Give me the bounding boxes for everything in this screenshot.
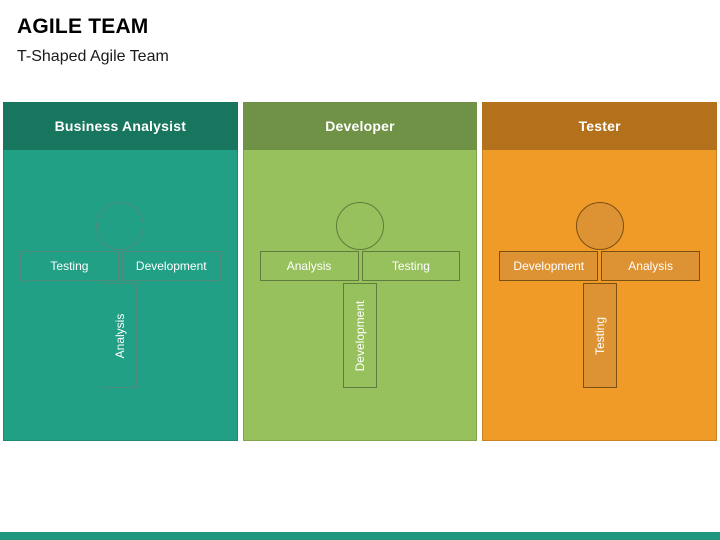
panel-developer[interactable]: Developer Analysis Testing Development xyxy=(242,102,478,441)
breadth-skill-bar: Analysis Testing xyxy=(259,251,461,281)
breadth-skill-label: Testing xyxy=(391,259,430,273)
panel-role-label: Developer xyxy=(325,118,395,134)
breadth-skill-label: Development xyxy=(513,259,585,273)
depth-skill-box[interactable]: Testing xyxy=(582,283,617,388)
t-shape-figure: Analysis Testing Development xyxy=(244,150,477,440)
breadth-skill-box[interactable]: Analysis xyxy=(259,251,359,281)
panel-body-business-analysist: Testing Development Analysis xyxy=(3,150,238,441)
title-block: AGILE TEAM T-Shaped Agile Team xyxy=(17,14,169,68)
breadth-skill-box[interactable]: Testing xyxy=(361,251,461,281)
depth-skill-label: Development xyxy=(353,300,367,371)
depth-skill-label: Analysis xyxy=(113,313,128,358)
panel-role-label: Tester xyxy=(578,118,621,134)
breadth-skill-bar: Testing Development xyxy=(20,251,221,281)
page-title: AGILE TEAM xyxy=(17,15,149,38)
breadth-skill-box[interactable]: Development xyxy=(121,251,221,281)
panel-header-business-analysist: Business Analysist xyxy=(3,102,238,150)
breadth-skill-bar: Development Analysis xyxy=(499,251,701,281)
panel-role-label: Business Analysist xyxy=(54,118,187,134)
panel-tester[interactable]: Tester Development Analysis Testing xyxy=(482,102,718,441)
panel-header-developer: Developer xyxy=(242,102,478,150)
person-head-circle-icon xyxy=(96,202,145,250)
breadth-skill-box[interactable]: Analysis xyxy=(601,251,701,281)
panel-body-tester: Development Analysis Testing xyxy=(482,150,718,441)
panel-business-analysist[interactable]: Business Analysist Testing Development A… xyxy=(3,102,238,441)
breadth-skill-label: Analysis xyxy=(628,259,673,273)
panel-header-tester: Tester xyxy=(482,102,718,150)
depth-skill-box[interactable]: Development xyxy=(343,283,377,388)
depth-skill-label: Testing xyxy=(592,316,607,355)
t-shape-figure: Development Analysis Testing xyxy=(483,150,716,440)
depth-skill-box[interactable]: Analysis xyxy=(103,283,138,388)
agile-team-panels: Business Analysist Testing Development A… xyxy=(3,102,718,441)
breadth-skill-box[interactable]: Development xyxy=(499,251,599,281)
person-head-circle-icon xyxy=(575,202,624,250)
breadth-skill-label: Development xyxy=(135,259,207,273)
footer-accent-bar xyxy=(0,532,720,540)
breadth-skill-label: Testing xyxy=(50,259,89,273)
breadth-skill-label: Analysis xyxy=(286,259,332,273)
panel-body-developer: Analysis Testing Development xyxy=(242,150,478,441)
breadth-skill-box[interactable]: Testing xyxy=(20,251,119,281)
t-shape-figure: Testing Development Analysis xyxy=(4,150,237,440)
person-head-circle-icon xyxy=(336,202,384,250)
page-subtitle: T-Shaped Agile Team xyxy=(17,48,169,65)
